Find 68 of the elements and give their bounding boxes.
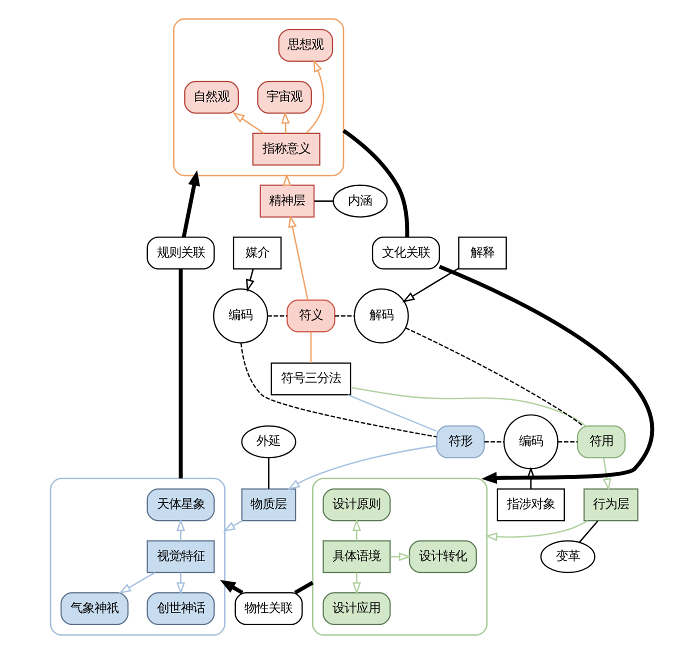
- connector: [484, 441, 504, 442]
- node-box: 物性关联: [234, 592, 302, 626]
- connector: [240, 342, 436, 438]
- arrow: [484, 520, 588, 542]
- arrow: [220, 580, 243, 594]
- node-box: 行为层: [583, 488, 638, 522]
- node-box: 宇宙观: [256, 80, 312, 114]
- connector: [342, 129, 409, 238]
- node-box: 符义: [286, 300, 335, 332]
- node-box: 设计转化: [408, 540, 476, 574]
- node-ellipse: 外延: [240, 425, 296, 458]
- arrow: [118, 572, 155, 594]
- node-box: 解释: [458, 236, 506, 270]
- arrow: [352, 572, 361, 595]
- cluster: [49, 478, 225, 636]
- node-box: 文化关联: [371, 236, 440, 270]
- connector: [578, 520, 598, 543]
- node-box: 天体星象: [146, 488, 214, 522]
- arrow: [305, 59, 324, 134]
- arrow: [288, 214, 308, 300]
- node-box: 符形: [436, 425, 484, 458]
- node-box: 媒介: [232, 236, 282, 270]
- node-box: 指涉对象: [496, 488, 564, 522]
- node-box: 自然观: [184, 80, 238, 114]
- arrow: [280, 111, 290, 134]
- arrow: [176, 518, 185, 541]
- cluster: [172, 18, 344, 176]
- arrow: [222, 520, 242, 532]
- arrow: [526, 466, 535, 489]
- node-box: 符号三分法: [270, 362, 351, 396]
- node-box: 创世神话: [146, 592, 214, 626]
- node-box: 物质层: [240, 488, 296, 522]
- node-box: 设计原则: [322, 488, 390, 522]
- node-box: 指称意义: [252, 132, 320, 166]
- arrow: [176, 572, 185, 595]
- connector: [334, 315, 354, 317]
- connector: [347, 394, 436, 432]
- node-ellipse: 变革: [540, 540, 595, 574]
- node-circle: 编码: [502, 414, 558, 470]
- node-circle: 编码: [212, 288, 268, 344]
- connector: [557, 441, 577, 442]
- arrow: [352, 518, 361, 541]
- arrow: [438, 264, 654, 484]
- arrow: [232, 112, 264, 134]
- node-box: 气象神祇: [60, 592, 128, 626]
- connector: [268, 458, 269, 489]
- node-box: 规则关联: [146, 236, 214, 270]
- node-ellipse: 内涵: [332, 184, 388, 218]
- node-circle: 解码: [353, 288, 408, 344]
- arrow: [602, 458, 611, 491]
- arrow: [287, 445, 436, 490]
- cluster: [312, 478, 488, 636]
- node-box: 视觉特征: [146, 540, 214, 574]
- node-box: 设计应用: [322, 592, 390, 626]
- arrow: [390, 552, 411, 562]
- node-box: 具体语境: [322, 540, 390, 574]
- connector: [404, 327, 583, 426]
- node-box: 思想观: [278, 28, 333, 62]
- connector: [310, 332, 312, 363]
- connector: [267, 315, 287, 317]
- node-box: 符用: [576, 425, 626, 458]
- connector: [178, 268, 182, 478]
- connector: [314, 200, 333, 202]
- arrow: [245, 268, 254, 292]
- arrow: [181, 170, 200, 238]
- arrow: [402, 268, 458, 302]
- connector: [294, 580, 314, 594]
- connector: [350, 386, 586, 426]
